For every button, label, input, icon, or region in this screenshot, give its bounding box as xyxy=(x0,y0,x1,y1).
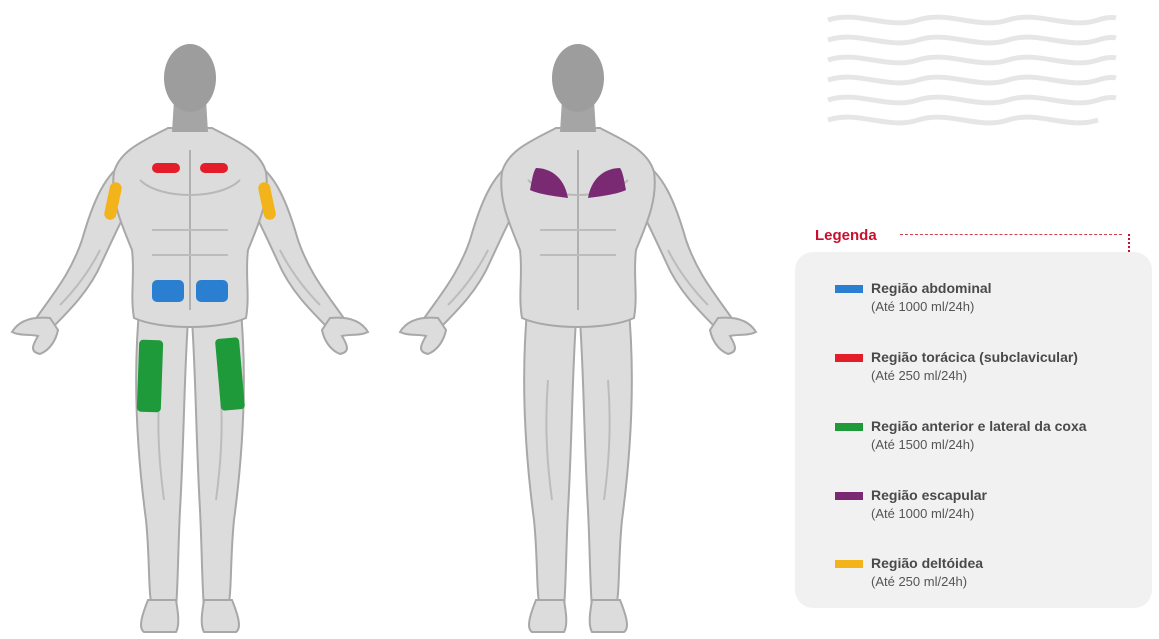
abdominal-region-left xyxy=(152,280,184,302)
legend-swatch-abdominal xyxy=(835,285,863,293)
legend-title: Legenda xyxy=(815,227,877,244)
legend-item-title: Região escapular xyxy=(871,487,987,503)
legend-item-limit: (Até 250 ml/24h) xyxy=(871,368,967,383)
legend-item-title: Região torácica (subclavicular) xyxy=(871,349,1078,365)
thoracic-region-right xyxy=(200,163,228,173)
abdominal-region-right xyxy=(196,280,228,302)
legend-item-title: Região deltóidea xyxy=(871,555,983,571)
front-body-figure xyxy=(12,44,368,632)
legend-swatch-deltoid xyxy=(835,560,863,568)
wave-pattern-decoration xyxy=(828,17,1116,123)
legend-swatch-thigh xyxy=(835,423,863,431)
legend-swatch-scapular xyxy=(835,492,863,500)
thigh-region-left xyxy=(137,340,163,413)
legend-swatch-thoracic xyxy=(835,354,863,362)
legend-item-limit: (Até 1500 ml/24h) xyxy=(871,437,974,452)
legend-item-title: Região abdominal xyxy=(871,280,992,296)
back-body-figure xyxy=(400,44,756,632)
legend-item-limit: (Até 1000 ml/24h) xyxy=(871,506,974,521)
legend-item-title: Região anterior e lateral da coxa xyxy=(871,418,1087,434)
legend-item-limit: (Até 250 ml/24h) xyxy=(871,574,967,589)
legend-dashed-line xyxy=(900,234,1122,235)
thoracic-region-left xyxy=(152,163,180,173)
legend-item-limit: (Até 1000 ml/24h) xyxy=(871,299,974,314)
